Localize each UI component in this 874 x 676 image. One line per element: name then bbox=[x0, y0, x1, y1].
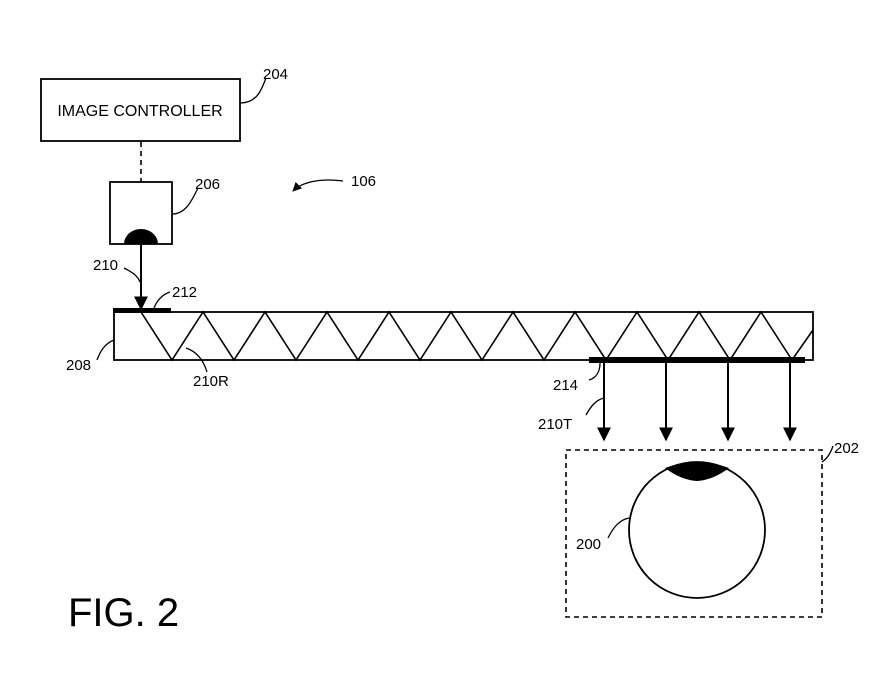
eye bbox=[628, 461, 766, 599]
ref-214: 214 bbox=[553, 377, 578, 394]
leader-208 bbox=[96, 339, 115, 361]
pupil bbox=[665, 462, 729, 481]
waveguide bbox=[113, 311, 814, 361]
ref-210R: 210R bbox=[193, 373, 229, 390]
ref-202: 202 bbox=[834, 440, 859, 457]
leader-204 bbox=[239, 77, 267, 104]
ref-206: 206 bbox=[195, 176, 220, 193]
leader-212 bbox=[153, 291, 171, 309]
output-beams bbox=[597, 363, 797, 442]
light-source-dome bbox=[124, 229, 158, 244]
leader-214 bbox=[588, 362, 601, 381]
input-coupler bbox=[113, 308, 171, 313]
ref-204: 204 bbox=[263, 66, 288, 83]
ref-208: 208 bbox=[66, 357, 91, 374]
leader-210 bbox=[123, 267, 141, 283]
image-controller: IMAGE CONTROLLER bbox=[40, 78, 241, 142]
ref-210: 210 bbox=[93, 257, 118, 274]
output-coupler bbox=[589, 357, 805, 363]
ref-200: 200 bbox=[576, 536, 601, 553]
leader-200 bbox=[607, 517, 630, 539]
image-controller-box bbox=[40, 78, 241, 142]
eyebox-dashed-region bbox=[565, 449, 823, 618]
ref-210T: 210T bbox=[538, 416, 572, 433]
leader-106 bbox=[292, 179, 344, 192]
image-controller-title: IMAGE CONTROLLER bbox=[57, 103, 222, 120]
ref-212: 212 bbox=[172, 284, 197, 301]
leader-202 bbox=[821, 445, 834, 463]
ref-106: 106 bbox=[351, 173, 376, 190]
reflected-beam-zigzag bbox=[140, 310, 814, 362]
eyeball bbox=[628, 461, 766, 599]
leader-210T bbox=[585, 397, 605, 416]
projector bbox=[109, 181, 173, 245]
figure-label: FIG. 2 bbox=[68, 591, 179, 635]
leader-210R bbox=[185, 347, 208, 373]
leader-206 bbox=[171, 187, 199, 215]
